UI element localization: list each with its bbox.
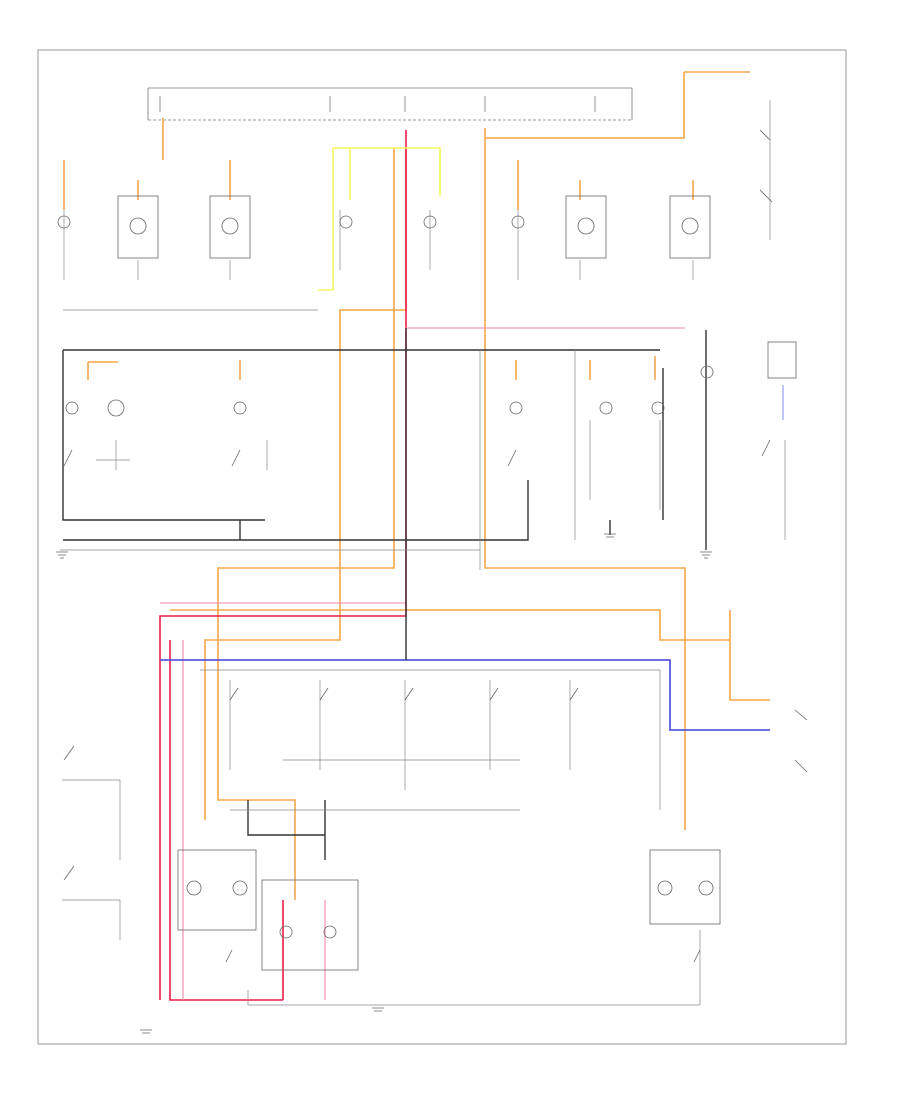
ground-wires — [62, 328, 707, 860]
ground-symbols — [56, 533, 712, 1034]
top-components — [57, 129, 773, 259]
diagram-frame — [37, 49, 847, 1045]
middle-components — [63, 341, 797, 467]
bottom-lamps — [177, 849, 721, 971]
thin-wires — [60, 100, 786, 1006]
blue-wires — [160, 659, 770, 731]
pink-wires — [160, 327, 685, 1000]
red-wires — [159, 130, 407, 1001]
fuse-panel — [147, 87, 633, 121]
lower-switches — [63, 687, 808, 881]
yellow-wires — [318, 147, 441, 291]
